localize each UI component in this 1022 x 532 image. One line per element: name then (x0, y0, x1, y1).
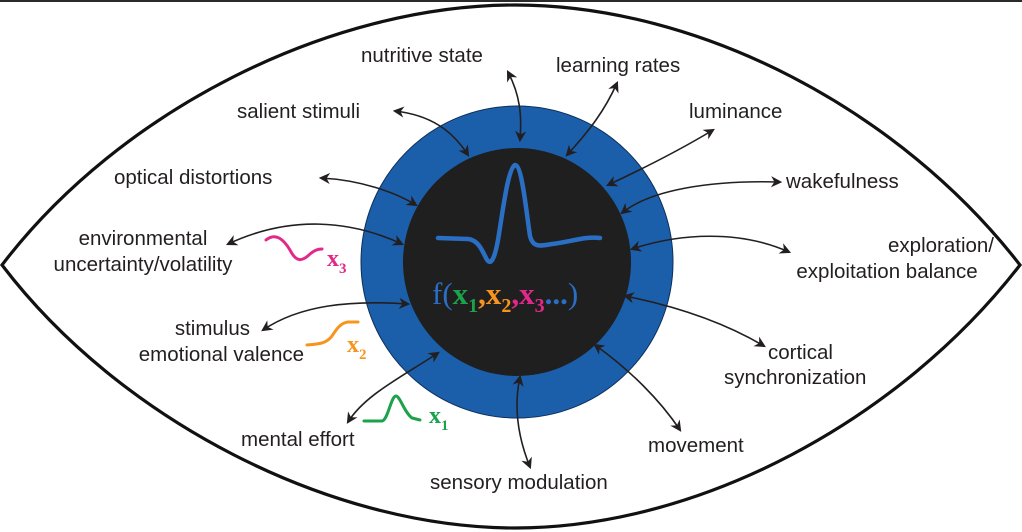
arrow-cortical (622, 292, 766, 348)
x1-curve (362, 394, 422, 423)
arrow-sensory-modulation (512, 374, 532, 470)
label-learning-rates: learning rates (556, 54, 680, 77)
formula-close: ) (568, 276, 578, 311)
formula-x2-sub: 2 (501, 295, 511, 317)
formula-x3: x (519, 276, 535, 311)
x2-label: x2 (347, 332, 367, 363)
formula-comma: , (478, 276, 486, 311)
arrow-salient-stimuli (392, 106, 470, 157)
label-luminance: luminance (689, 100, 782, 123)
label-stimulus-line2: emotional valence (139, 343, 304, 366)
label-exploration-line2: exploitation balance (796, 260, 977, 283)
arrow-exploration (629, 235, 792, 254)
top-border (0, 0, 1022, 2)
formula-x3-sub: 3 (535, 295, 545, 317)
label-exploration-line1: exploration/ (888, 234, 994, 257)
formula-ellipsis: ... (545, 276, 568, 311)
label-optical-distortions: optical distortions (114, 166, 272, 189)
x1-label: x1 (429, 403, 449, 434)
pupil-response-waveform (435, 162, 603, 264)
formula-x1: x (453, 276, 469, 311)
label-movement: movement (648, 434, 744, 457)
pupil (403, 148, 631, 376)
label-cortical-line1: cortical (768, 341, 833, 364)
label-wakefulness: wakefulness (785, 170, 899, 193)
label-mental-effort: mental effort (241, 428, 355, 451)
arrow-stimulus-valence (261, 297, 411, 332)
label-environmental-line2: uncertainty/volatility (54, 253, 234, 276)
arrow-environmental (225, 223, 405, 246)
x3-curve (264, 235, 324, 261)
formula-x2: x (486, 276, 502, 311)
label-environmental-line1: environmental (79, 227, 208, 250)
formula-comma: , (511, 276, 519, 311)
label-sensory-modulation: sensory modulation (430, 471, 608, 494)
arrow-learning-rates (565, 80, 619, 157)
arrow-nutritive-state (506, 70, 527, 143)
label-nutritive-state: nutritive state (361, 44, 483, 67)
label-salient-stimuli: salient stimuli (237, 100, 360, 123)
x3-label: x3 (327, 246, 347, 277)
formula-x1-sub: 1 (468, 295, 478, 317)
formula-f: f( (432, 276, 453, 311)
arrow-mental-effort (346, 351, 440, 424)
label-stimulus-line1: stimulus (175, 317, 250, 340)
label-cortical-line2: synchronization (724, 366, 866, 389)
arrow-optical-distortions (318, 172, 418, 207)
arrow-wakefulness (620, 176, 783, 215)
formula: f(x1,x2,x3...) (432, 276, 578, 317)
arrow-luminance (605, 128, 715, 187)
arrow-movement (593, 343, 682, 432)
x2-curve (305, 320, 360, 347)
